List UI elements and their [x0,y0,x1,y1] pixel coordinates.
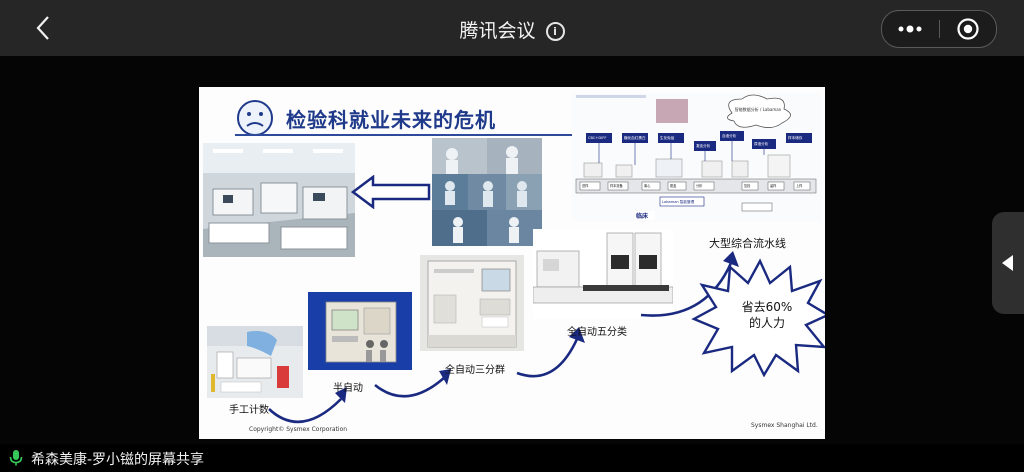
diagram-box-7: 样本储存 [788,135,803,140]
window-title: 腾讯会议 [459,20,536,42]
hollow-left-arrow [351,175,431,209]
worried-face-icon [237,100,273,136]
saving-line-2: 的人力 [748,316,785,330]
mini-program-capsule [881,10,997,48]
slide-title: 检验科就业未来的危机 [286,108,496,132]
shared-slide: 检验科就业未来的危机 [199,87,825,439]
curved-arrow-3 [516,327,585,378]
diagram-cloud-text: 智能数据分析 / Labaman [735,106,782,112]
label-semi-auto: 半自动 [333,383,363,394]
target-close-icon [957,18,979,40]
title-underline [235,134,590,136]
manual-counting-photo [207,326,303,398]
diagram-box-5: 血液分析 [722,133,737,138]
belt-6: 复检 [744,183,751,188]
belt-2: 样本准备 [610,183,624,188]
lab-workers-collage [432,138,542,246]
belt-1: 进样 [582,183,589,188]
curved-arrow-1 [268,387,347,424]
belt-4: 脱盖 [670,183,677,188]
info-icon[interactable]: i [545,22,565,41]
diagram-box-2: 糖化血红蛋白 [624,135,646,140]
more-dots-icon [898,25,922,33]
belt-5: 分析 [696,183,703,188]
belt-8: 上样 [796,183,803,188]
five-part-analyzer-photo [533,229,673,319]
starburst-callout [691,258,825,377]
window-title-area: 腾讯会议 i [0,16,1024,43]
top-bar: 腾讯会议 i [0,0,1024,56]
capsule-divider [939,20,940,38]
label-auto-5diff: 全自动五分类 [567,327,627,338]
bottom-bar: 希森美康-罗小镃的屏幕共享 [0,444,1024,472]
label-auto-3diff: 全自动三分群 [445,365,505,376]
lab-photo [203,143,355,257]
back-button[interactable] [30,14,58,42]
diagram-bottom-tag: 临床 [636,212,649,220]
diagram-box-1: CBC+DIFF [588,136,606,140]
belt-7: 留样 [770,183,777,188]
microphone-icon[interactable] [8,449,24,467]
pipeline-diagram: 智能数据分析 / Labaman CBC+DIFF 糖化血红蛋白 生化免疫 凝血… [572,93,822,221]
chevron-left-icon [36,16,49,40]
three-part-analyzer-photo [420,255,524,351]
curved-arrow-4 [640,251,739,317]
company-footnote: Sysmex Shanghai Ltd. [751,422,818,429]
saving-line-1: 省去60% [741,300,793,314]
diagram-box-4: 凝血分析 [696,143,711,148]
more-button[interactable] [882,11,938,47]
triangle-left-icon [1002,255,1013,271]
label-pipeline: 大型综合流水线 [709,237,786,250]
close-button[interactable] [940,11,996,47]
semi-auto-analyzer-photo [308,292,412,370]
screen-share-label: 希森美康-罗小镃的屏幕共享 [31,452,205,468]
belt-3: 离心 [644,183,651,188]
label-manual-count: 手工计数 [229,405,269,416]
diagram-box-3: 生化免疫 [660,135,675,140]
diagram-box-6: 尿液分析 [754,141,769,146]
copyright-footnote: Copyright© Sysmex Corporation [249,426,348,433]
curved-arrow-2 [374,369,451,398]
side-panel-toggle[interactable] [992,212,1024,314]
saving-callout-text: 省去60% 的人力 [727,299,807,331]
diagram-manager-label: Labaman 智能管理 [662,199,695,204]
